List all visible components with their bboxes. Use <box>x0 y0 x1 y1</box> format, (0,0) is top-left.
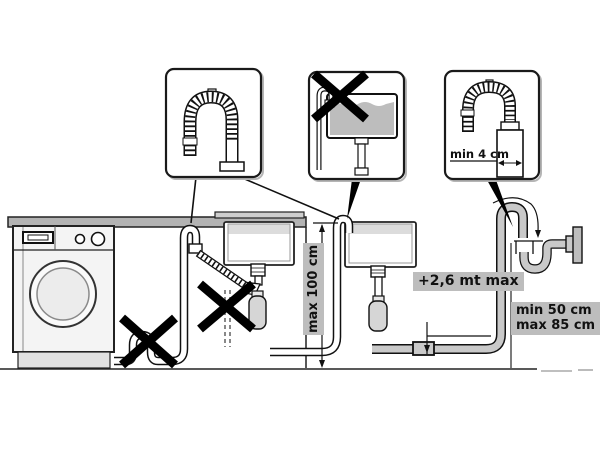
hose-in-standpipe-icon <box>450 79 524 178</box>
label-standpipe-min: min 50 cm <box>516 303 592 318</box>
sink-right-drain <box>368 265 388 332</box>
x-mark-inset <box>311 70 369 123</box>
drain-hose-sink2 <box>270 214 354 357</box>
sink-right <box>344 221 417 332</box>
inset-leaders <box>190 176 513 227</box>
x-mark-drain-connection <box>197 280 256 333</box>
inset-correct-hook <box>164 67 264 180</box>
detergent-drawer <box>22 231 54 244</box>
inset-no-submerged-end <box>307 70 407 182</box>
corrugated-hose-diagonal <box>195 249 252 292</box>
sink-left <box>223 221 295 330</box>
inset-standpipe-detail <box>443 69 542 182</box>
floor-line <box>0 368 593 372</box>
washing-machine <box>12 225 115 369</box>
machine-plinth <box>17 351 111 369</box>
standpipe-siphon <box>492 197 583 274</box>
label-standpipe-max: max 85 cm <box>516 318 596 333</box>
x-mark-floor-loop <box>119 314 178 369</box>
sink-left-drain <box>242 263 267 330</box>
knob-large <box>90 231 106 247</box>
corrugated-hose-hook-icon <box>182 88 245 172</box>
door <box>29 260 97 328</box>
label-standpipe-range: min 50 cm max 85 cm <box>511 302 600 335</box>
dimension-extension <box>424 322 491 354</box>
label-max-extension: +2,6 mt max <box>413 272 524 291</box>
hose-connector <box>412 341 435 356</box>
label-max-height: max 100 cm <box>303 243 324 335</box>
label-min-insertion: min 4 cm <box>450 147 509 161</box>
knob-small <box>74 233 86 245</box>
hose-clamp <box>188 243 203 254</box>
drain-hose-machine <box>114 224 203 366</box>
